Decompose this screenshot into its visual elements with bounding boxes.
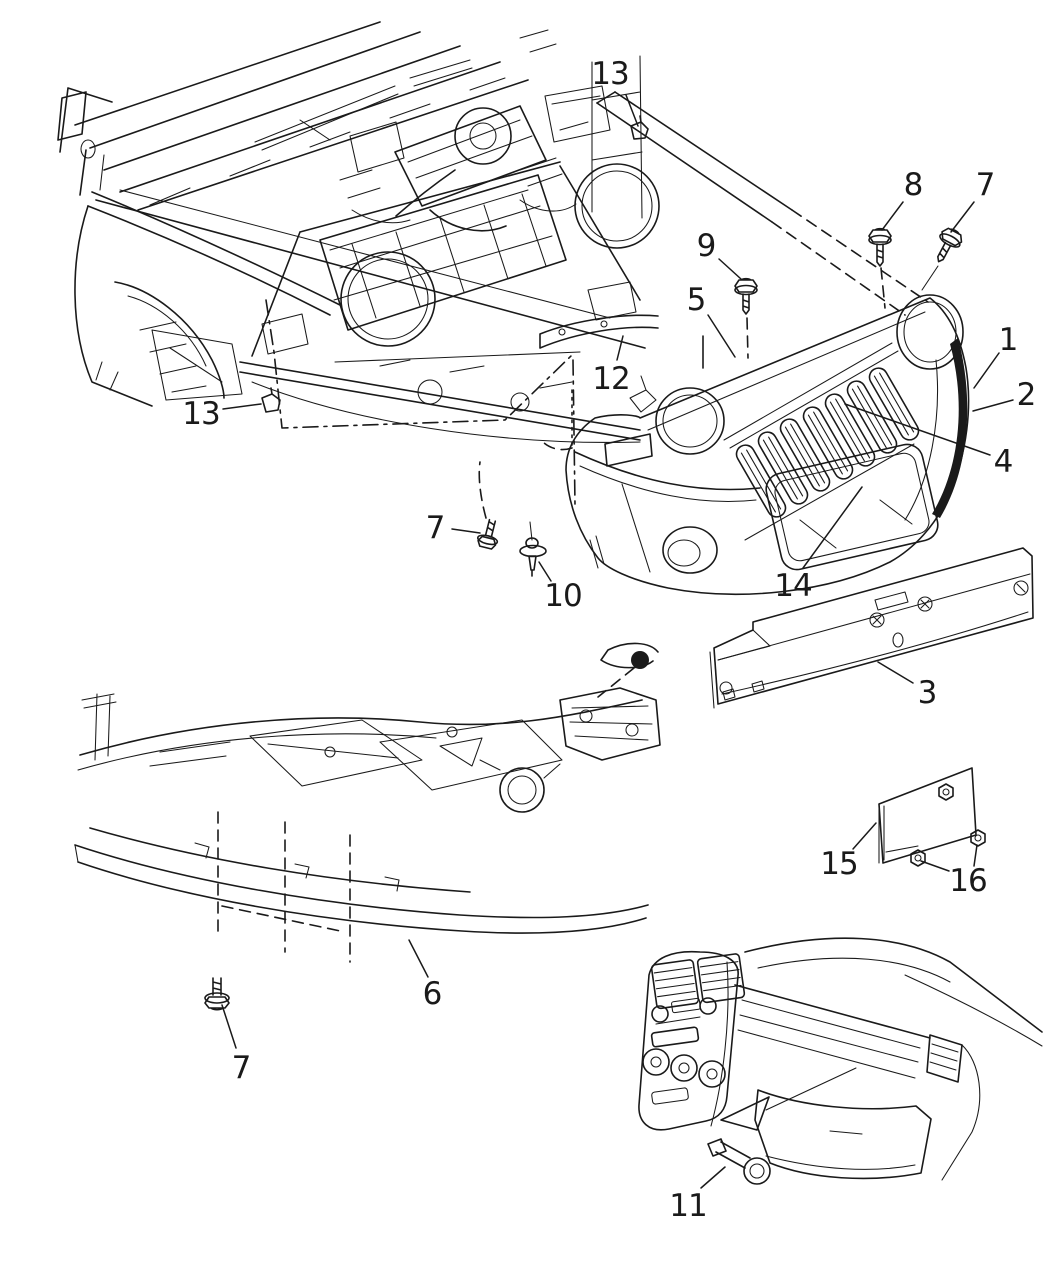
callout-7-bottom-leader [221,1004,237,1049]
callout-5-leader [707,314,736,358]
callout-13-top: 13 [591,56,629,92]
callout-12-leader [616,335,624,361]
license-plate-bracket [878,767,986,867]
callout-4-leader [844,403,991,456]
grille [735,367,920,518]
radio-panel [650,997,717,1048]
bolt-7-top-icon [937,227,963,263]
bolt-7-top-stem [921,265,939,291]
callout-10-leader [538,561,552,582]
fascia-headlamp-left [655,387,725,455]
callout-13-top-leader [625,94,639,127]
fascia-view [540,294,970,596]
clip-13-top-icon [630,115,649,140]
carrier-headlamp-left [340,251,436,347]
center-vent-right [696,953,746,1004]
turn-signal-lamp [604,433,653,467]
callout-4: 4 [993,444,1014,480]
tow-hook [707,1138,771,1185]
callout-2: 2 [1016,377,1037,413]
lower-intake-opening [765,443,939,571]
bolt-7-bottom-icon [204,977,230,1011]
dashboard-view [638,937,1043,1181]
callout-7-bottom: 7 [231,1050,252,1086]
callout-16: 16 [949,863,987,899]
callout-15: 15 [820,846,858,882]
callout-1-leader [973,352,1000,389]
side-vent [926,1034,963,1083]
plate-nut-icon-a [938,783,954,801]
reinforcement-beam [709,547,1034,709]
fog-lamp [589,526,718,574]
callout-6-leader [408,939,429,978]
glove-box [754,1089,932,1180]
callout-14-leader [802,486,863,569]
callout-15-leader [852,822,877,850]
callout-8: 8 [903,167,924,203]
plate-nut-icon-b [970,829,986,847]
bolt-7-mid-stem [478,461,487,519]
clip-10-icon [519,521,547,577]
callout-1: 1 [998,322,1019,358]
hook-and-lamp-bracket [559,642,661,761]
underside-view [74,693,649,963]
callout-2-leader [972,399,1014,412]
callout-7-mid: 7 [425,510,446,546]
bolt-8-icon [868,227,892,309]
callout-11: 11 [669,1188,707,1224]
callout-14: 14 [774,568,812,604]
callout-5: 5 [686,282,707,318]
engine-bay-view [57,21,929,506]
carrier-headlamp-right [574,163,660,249]
callout-16-leader [920,860,950,872]
callout-12: 12 [592,361,630,397]
clip-13-left-icon [261,387,281,413]
callout-13-left: 13 [182,396,220,432]
callout-8-leader [881,201,904,231]
callout-7-mid-leader [451,528,481,534]
center-vent-left [650,959,700,1010]
callout-3: 3 [917,675,938,711]
callout-13-left-leader [222,403,262,410]
bolt-7-mid-icon [476,518,499,550]
fascia-headlamp-right [896,294,964,370]
callout-3-leader [877,661,914,684]
callout-9: 9 [696,228,717,264]
callout-7-top: 7 [975,167,996,203]
bolt-9-icon [734,277,758,359]
callout-6: 6 [422,976,443,1012]
callout-7-top-leader [950,201,975,233]
callout-9-leader [718,258,742,280]
callout-10: 10 [544,578,582,614]
callout-11-leader [700,1166,726,1189]
climate-controls [642,1048,726,1105]
callout-16-leader [973,844,978,867]
